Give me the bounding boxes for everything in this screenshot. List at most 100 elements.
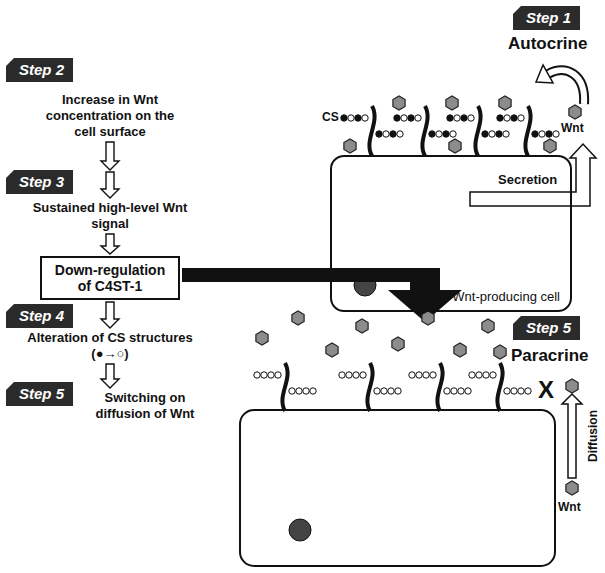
sugar-unit (374, 388, 380, 394)
flow-arrow (101, 142, 119, 198)
sugar-unit (362, 115, 368, 121)
sugar-unit (461, 115, 467, 121)
node-text: Step 1 (526, 9, 571, 27)
sugar-unit (261, 372, 267, 378)
sugar-unit (401, 115, 407, 121)
wnt-molecule (566, 379, 578, 393)
sugar-unit (539, 131, 545, 137)
sugar-unit (390, 131, 396, 137)
sugar-unit (476, 372, 482, 378)
sugar-unit (496, 131, 502, 137)
wnt-molecule (494, 345, 506, 359)
autocrine-arrowhead (536, 65, 553, 83)
wnt-label: Wnt (561, 121, 584, 135)
sugar-unit (339, 372, 345, 378)
sugar-unit (409, 372, 415, 378)
sugar-unit (465, 388, 471, 394)
node-text: Step 5 (526, 319, 571, 337)
sugar-unit (436, 131, 442, 137)
core-protein (497, 363, 502, 411)
sugar-unit (546, 131, 552, 137)
secretion-arrow (470, 144, 596, 206)
node-text: Wnt-producing cell (452, 289, 560, 304)
sugar-unit (444, 388, 450, 394)
sugar-unit (310, 388, 316, 394)
sugar-unit (360, 372, 366, 378)
wnt-molecule (393, 96, 405, 110)
process-label: Secretion (498, 172, 557, 187)
sugar-unit (525, 388, 531, 394)
node-text: Step 5 (19, 385, 64, 403)
sugar-unit (275, 372, 281, 378)
wnt-molecule (499, 96, 511, 110)
sugar-unit (289, 388, 295, 394)
sugar-unit (348, 115, 354, 121)
core-protein (525, 106, 530, 156)
sugar-unit (388, 388, 394, 394)
sugar-unit (504, 388, 510, 394)
node-text: Step 2 (19, 61, 64, 79)
mode-label: Paracrine (511, 346, 589, 366)
mode-label: Autocrine (508, 34, 587, 54)
wnt-molecule (292, 311, 304, 325)
sugar-unit (511, 388, 517, 394)
sugar-unit (447, 115, 453, 121)
sugar-unit (397, 131, 403, 137)
sugar-unit (395, 388, 401, 394)
sugar-unit (497, 115, 503, 121)
sugar-unit (303, 388, 309, 394)
big-arrow (182, 268, 462, 322)
sugar-unit (381, 388, 387, 394)
sugar-unit (458, 388, 464, 394)
wnt-molecule (482, 319, 494, 333)
sugar-unit (532, 131, 538, 137)
sugar-unit (296, 388, 302, 394)
wnt-molecule (344, 139, 356, 153)
sugar-unit (450, 131, 456, 137)
nucleus (289, 519, 311, 541)
block-mark: X (538, 376, 554, 404)
node-text: Switching on diffusion of Wnt (80, 390, 210, 422)
wnt-molecule (422, 311, 434, 325)
step-text: Sustained high-level Wnt signal (30, 200, 190, 232)
sugar-unit (408, 115, 414, 121)
flow-arrow (101, 234, 119, 254)
sugar-unit (553, 131, 559, 137)
autocrine-arrow (548, 70, 584, 104)
step-badge: Step 2 (6, 58, 73, 82)
sugar-unit (518, 388, 524, 394)
node-text: Alteration of CS structures (●→○) (25, 330, 195, 362)
node-text: Step 3 (19, 173, 64, 191)
sugar-unit (254, 372, 260, 378)
sugar-unit (518, 115, 524, 121)
core-protein (475, 106, 480, 156)
sugar-unit (383, 131, 389, 137)
wnt-molecule (569, 105, 581, 119)
node-text: Down-regulation of C4ST-1 (48, 262, 172, 294)
step-badge: Step 5 (513, 316, 580, 340)
step-badge: Step 3 (6, 170, 73, 194)
step-badge: Step 1 (513, 6, 580, 30)
sugar-unit (353, 372, 359, 378)
sugar-unit (443, 131, 449, 137)
core-protein (437, 363, 442, 411)
sugar-unit (451, 388, 457, 394)
sugar-unit (268, 372, 274, 378)
sugar-unit (511, 115, 517, 121)
wnt-label: Wnt (558, 500, 581, 514)
sugar-unit (355, 115, 361, 121)
node-text: Sustained high-level Wnt signal (30, 200, 190, 232)
sugar-unit (415, 115, 421, 121)
core-protein (369, 106, 374, 156)
sugar-unit (489, 131, 495, 137)
sugar-unit (416, 372, 422, 378)
core-protein (367, 363, 372, 411)
sugar-unit (423, 372, 429, 378)
wnt-molecule (544, 139, 556, 153)
wnt-molecule (256, 331, 268, 345)
sugar-unit (483, 372, 489, 378)
wnt-molecule (449, 139, 461, 153)
step-text: Increase in Wnt concentration on the cel… (45, 92, 175, 140)
step-text: Switching on diffusion of Wnt (80, 390, 210, 422)
flow-arrow (101, 364, 119, 388)
